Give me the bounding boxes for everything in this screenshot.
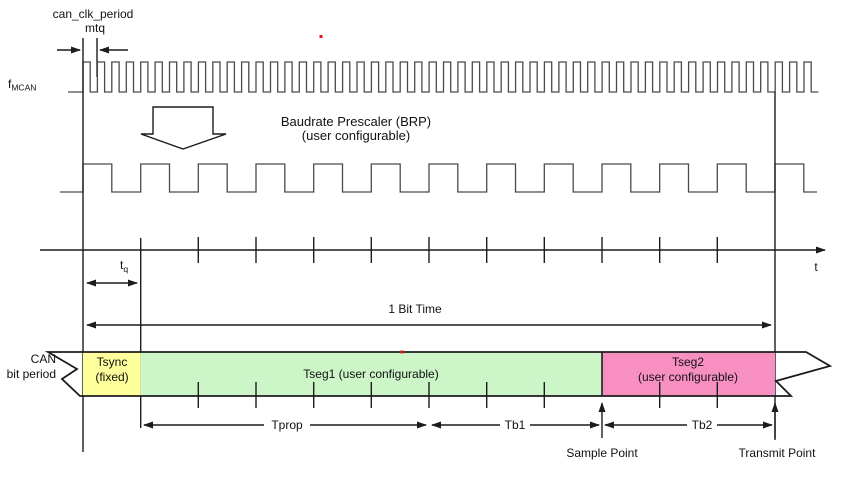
tseg2-sublabel: (user configurable) xyxy=(638,370,738,384)
tprop-label: Tprop xyxy=(271,418,303,432)
brp-subtitle: (user configurable) xyxy=(302,128,410,143)
sample-point-label: Sample Point xyxy=(566,446,638,460)
tb1-label: Tb1 xyxy=(505,418,526,432)
tprop-label-bg xyxy=(264,417,310,432)
segment-timing-labels: Tprop Tb1 Tb2 xyxy=(264,417,717,432)
red-dot-marker-bar xyxy=(400,350,404,354)
tsync-segment xyxy=(83,352,141,396)
quantum-ticks xyxy=(197,382,718,408)
fmcan-clock-waveform xyxy=(68,61,819,93)
event-markers: Sample Point Transmit Point xyxy=(566,402,817,460)
tseg2-segment xyxy=(602,352,775,396)
tq-label: tq xyxy=(120,258,128,274)
tsync-sublabel: (fixed) xyxy=(95,370,128,384)
can-bit-period-label-line1: CAN xyxy=(31,352,56,366)
tseg2-label: Tseg2 xyxy=(672,355,704,369)
transmit-point-label: Transmit Point xyxy=(739,446,817,460)
brp-title: Baudrate Prescaler (BRP) xyxy=(281,114,431,129)
tb2-label: Tb2 xyxy=(692,418,713,432)
tb1-label-bg xyxy=(500,417,530,432)
prescaled-clock-waveform xyxy=(60,163,817,193)
time-axis-ticks xyxy=(197,237,718,263)
bit-time-label: 1 Bit Time xyxy=(388,302,442,316)
tb2-label-bg xyxy=(687,417,717,432)
bar-break-outline xyxy=(44,351,833,397)
mtq-label: mtq xyxy=(85,21,105,35)
can-clk-period-label: can_clk_period xyxy=(53,7,134,21)
bit-period-bar: Tsync (fixed) Tseg1 (user configurable) … xyxy=(44,351,833,408)
brp-block-down-arrow-icon xyxy=(140,106,227,150)
time-axis-label: t xyxy=(814,260,818,274)
tsync-label: Tsync xyxy=(97,355,128,369)
tseg1-label: Tseg1 (user configurable) xyxy=(303,367,438,381)
fmcan-label: fMCAN xyxy=(8,77,36,93)
red-dot-marker-top xyxy=(319,35,323,38)
time-axis: t xyxy=(40,237,826,274)
can-bit-period-label-line2: bit period xyxy=(7,367,56,381)
